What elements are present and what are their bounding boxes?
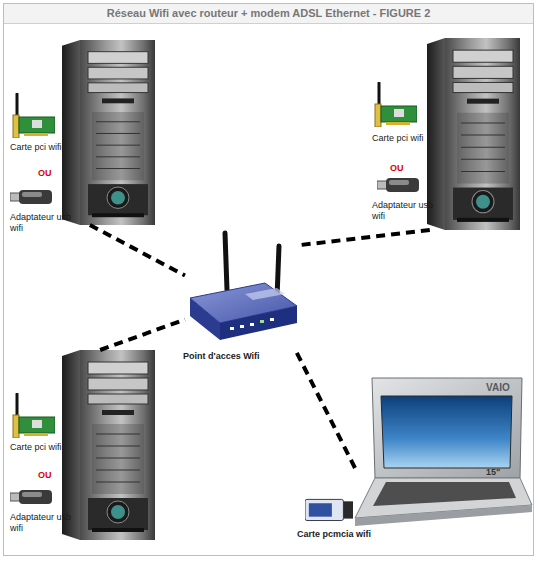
title-bar: Réseau Wifi avec routeur + modem ADSL Et… [4,4,533,24]
desktop-tower [62,350,155,540]
node-label: OU [390,163,420,174]
node-label: Adaptateur usb wifi [372,200,440,222]
node-label: Adaptateur usb wifi [10,512,78,534]
diagram-title: Réseau Wifi avec routeur + modem ADSL Et… [4,4,533,23]
pci-card [13,94,55,138]
pci-card [375,83,417,127]
node-label: OU [38,168,68,179]
computer-node: Carte pci wifiOUAdaptateur usb wifi [62,40,155,225]
laptop [355,378,532,526]
usb-adapter [10,190,52,204]
node-label: Carte pci wifi [372,133,424,144]
wifi-link [295,350,355,468]
pci-card [13,394,55,438]
access-point-node: Point d'acces Wifi [185,228,300,350]
screen-size: 15" [486,467,500,477]
node-label: Carte pci wifi [10,442,62,453]
desktop-tower [62,40,155,225]
wifi-link [100,320,185,351]
pcmcia-card [305,499,353,520]
wifi-router [190,233,297,340]
usb-adapter [10,490,52,504]
brand-mark: VAIO [486,382,510,393]
laptop-node: Carte pcmcia wifi [355,375,533,530]
computer-node: Carte pci wifiOUAdaptateur usb wifi [62,350,155,540]
wifi-link [300,230,430,245]
wifi-link [90,225,185,276]
desktop-tower [427,38,520,230]
usb-adapter [377,178,419,192]
node-label: Point d'acces Wifi [183,351,313,362]
node-label: Carte pcmcia wifi [297,529,407,540]
node-label: Adaptateur usb wifi [10,212,78,234]
computer-node: Carte pci wifiOUAdaptateur usb wifi [427,38,520,230]
node-label: OU [38,470,68,481]
node-label: Carte pci wifi [10,142,62,153]
